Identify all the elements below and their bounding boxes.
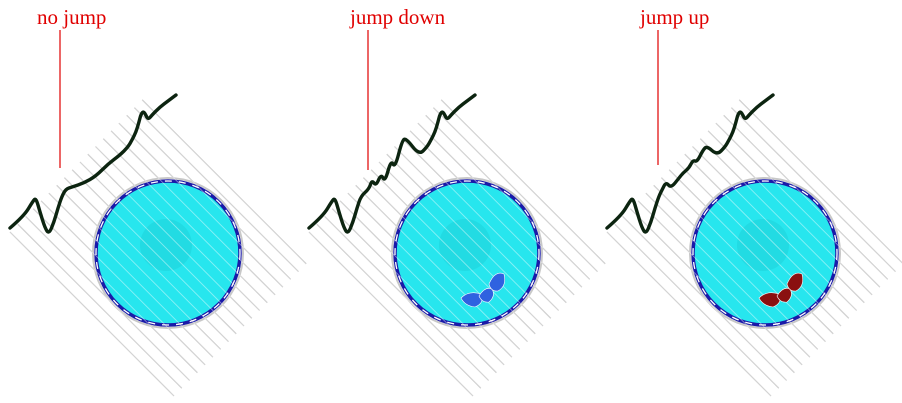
hatch-overlay-line: [433, 107, 598, 272]
inclusion-blob: [758, 272, 804, 308]
hatch-overlay-line: [409, 130, 575, 296]
inclusion-lobe: [488, 272, 506, 292]
hatch-overlay-line: [378, 161, 544, 327]
hatch-overlay-line: [308, 231, 474, 397]
hatch-overlay-line: [629, 208, 795, 374]
inclusion-lobe: [776, 288, 792, 303]
profile-curve: [8, 93, 178, 234]
hatch-line: [316, 223, 482, 389]
hatch-overlay-line: [363, 177, 528, 342]
hatch-overlay-line: [606, 231, 772, 397]
disk-halo: [92, 177, 244, 329]
hatch-overlay-line: [118, 122, 284, 288]
hatch-overlay-line: [64, 177, 229, 342]
hatch-line: [440, 99, 606, 265]
hatch-line: [614, 223, 780, 389]
hatch-overlay-line: [347, 192, 513, 358]
panel-jump-down: jump down: [307, 5, 606, 397]
hatch-overlay-line: [40, 200, 206, 366]
hatch-overlay-line: [32, 208, 198, 374]
hatch-overlay-line: [316, 223, 482, 389]
beam-slab: [8, 93, 307, 397]
hatch-overlay: [308, 99, 606, 397]
panel-jump-up: jump up: [605, 5, 902, 397]
hatch-overlay-line: [79, 161, 245, 327]
hatch-overlay-line: [645, 192, 811, 358]
disk-shadow: [439, 219, 491, 271]
hatch-overlay-line: [417, 122, 583, 288]
hatch-overlay-line: [141, 99, 307, 265]
hatch-overlay-line: [401, 138, 567, 304]
disk-shadow: [737, 219, 789, 271]
panel-label: jump down: [349, 5, 446, 29]
hatch-overlay-line: [684, 153, 850, 319]
disk-halo: [391, 177, 543, 329]
disk-shadow: [140, 219, 192, 271]
hatch-line: [134, 107, 299, 272]
hatch-overlay-line: [731, 107, 896, 272]
panel-label: jump up: [639, 5, 709, 29]
hatch-overlay-line: [723, 114, 889, 280]
hatch-line: [433, 107, 598, 272]
inclusion-lobe: [786, 272, 804, 292]
hatch-overlay-line: [676, 161, 842, 327]
hatch-overlay-line: [692, 146, 857, 311]
hatch-line: [308, 231, 474, 397]
hatch-overlay-line: [661, 177, 826, 342]
hatch-overlay-line: [324, 216, 489, 381]
hatch-overlay-line: [331, 208, 497, 374]
hatch-overlay-line: [134, 107, 299, 272]
hatch-overlay-line: [715, 122, 881, 288]
hatch-overlay: [9, 99, 307, 397]
hatch-overlay-line: [25, 216, 190, 381]
beam-slab: [605, 93, 902, 397]
hatch-overlay-line: [355, 184, 521, 350]
hatch-overlay-line: [699, 138, 865, 304]
beam-slab: [307, 93, 606, 397]
hatch-line: [606, 231, 772, 397]
inclusion-lobe: [478, 288, 494, 303]
hatch-overlay-line: [614, 223, 780, 389]
hatch-overlay-line: [126, 114, 292, 280]
hatch-overlay-line: [394, 146, 559, 311]
disk-dashed-ring: [692, 180, 838, 326]
profile-curve: [307, 93, 477, 234]
hatch-overlay-line: [425, 114, 591, 280]
hatch-overlay-line: [707, 130, 873, 296]
hatch-overlay-line: [56, 184, 222, 350]
hatch-overlay-line: [668, 169, 834, 335]
disk-dashed-ring: [95, 180, 241, 326]
hatch-overlay-line: [87, 153, 253, 319]
hatch-overlay-line: [738, 99, 902, 264]
hatch-line: [9, 231, 175, 397]
hatch-overlay-line: [637, 200, 803, 366]
hatch-overlay-line: [9, 231, 175, 397]
inclusion-lobe: [460, 292, 483, 308]
hatch-overlay-line: [440, 99, 606, 265]
hatch-overlay-line: [48, 192, 214, 358]
hatch-line: [141, 99, 307, 265]
hatch-overlay-line: [110, 130, 276, 296]
panel-no-jump: no jump: [8, 5, 307, 397]
disk-halo: [689, 177, 841, 329]
hatch-overlay-line: [339, 200, 505, 366]
inclusion-lobe: [758, 292, 781, 308]
inclusion-blob: [460, 272, 506, 308]
hatch-overlay-line: [622, 216, 787, 381]
hatch-line: [731, 107, 896, 272]
hatch-overlay: [606, 99, 902, 397]
hatch-overlay-line: [102, 138, 268, 304]
hatch-line: [17, 223, 183, 389]
hatch-overlay-line: [71, 169, 237, 335]
disk-dashed-ring: [394, 180, 540, 326]
hatch-line: [738, 99, 902, 264]
hatch-overlay-line: [386, 153, 552, 319]
hatch-overlay-line: [370, 169, 536, 335]
hatch-overlay-line: [95, 146, 260, 311]
hatch-overlay-line: [653, 184, 819, 350]
profile-curve: [605, 93, 775, 234]
hatch-overlay-line: [17, 223, 183, 389]
panel-label: no jump: [37, 5, 106, 29]
